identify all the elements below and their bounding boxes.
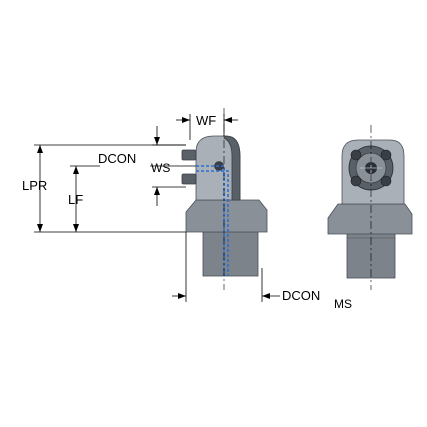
dcon-ms-label-sub: MS <box>334 297 352 311</box>
dcon-ms-arrow-right <box>262 293 270 299</box>
side-view <box>181 135 268 277</box>
lpr-label: LPR <box>22 178 47 193</box>
wf-label: WF <box>196 113 216 128</box>
side-screw-top <box>181 149 197 161</box>
clamp-screw-4 <box>380 175 392 187</box>
dcon-ws-arrow-top <box>154 137 160 145</box>
clamp-screw-3 <box>350 175 362 187</box>
front-view <box>327 125 413 290</box>
lf-label: LF <box>68 192 83 207</box>
dcon-ws-label: DCON <box>98 151 136 166</box>
coolant-channel-outer <box>196 170 229 276</box>
dcon-ws-arrow-bottom <box>154 187 160 195</box>
side-screw-bottom <box>181 173 197 185</box>
side-shank <box>202 225 259 277</box>
side-body-flange <box>185 199 268 233</box>
lpr-arrow-bottom <box>37 224 43 232</box>
wf-arrow-right <box>224 117 232 123</box>
clamp-screw-1 <box>350 149 362 161</box>
front-body-flange <box>327 203 413 235</box>
dcon-ws-label-main: DCON <box>98 151 136 166</box>
dcon-ms-label: DCON <box>282 288 320 303</box>
clamp-screw-2 <box>380 149 392 161</box>
wf-arrow-left <box>182 117 190 123</box>
lf-arrow-bottom <box>73 224 79 232</box>
side-body-head-shade <box>223 135 241 201</box>
lpr-arrow-top <box>37 145 43 153</box>
dcon-ms-arrow-left <box>178 293 186 299</box>
dcon-ws-label-sub: WS <box>151 161 170 175</box>
lf-arrow-top <box>73 166 79 174</box>
dimensions: LPR LF DCON WS WF DCON M <box>22 108 352 311</box>
